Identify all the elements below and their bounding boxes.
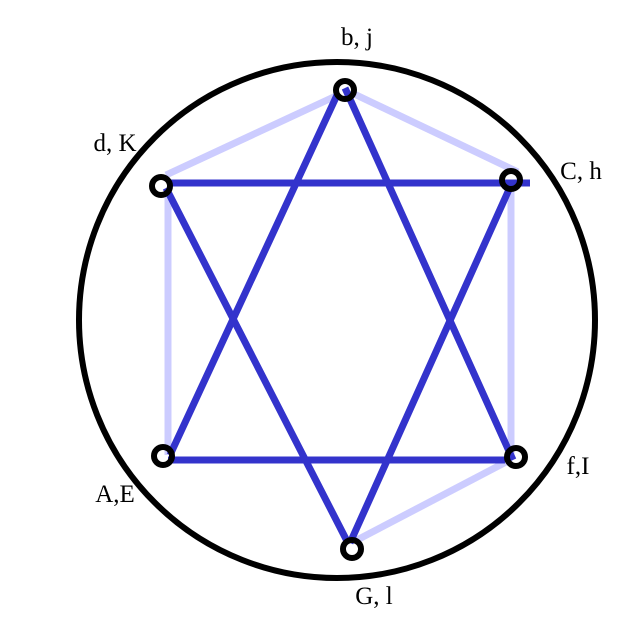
star-of-david-lines: [162, 86, 530, 545]
node-rings: [149, 78, 528, 561]
hexagon-edge-top-to-upper-right: [348, 88, 520, 176]
node-ring-upper-left: [149, 174, 173, 198]
node-label-lower-right: f,I: [567, 453, 590, 480]
node-label-upper-right: C, h: [560, 158, 602, 185]
node-label-top: b, j: [341, 24, 373, 51]
node-label-bottom: G, l: [355, 583, 393, 610]
star-edge-upper-right-to-bottom: [346, 183, 515, 545]
node-label-upper-left: d, K: [93, 130, 136, 157]
star-edge-top-to-lower-right: [341, 86, 517, 462]
star-edge-upper-left-to-bottom: [162, 186, 352, 545]
node-ring-top: [333, 78, 357, 102]
outer-circle: [76, 59, 598, 581]
node-ring-bottom: [340, 537, 364, 561]
star-edge-top-to-lower-left: [166, 91, 342, 457]
hexagon-edge-upper-left-to-top: [164, 91, 340, 179]
node-labels: b, j d, K C, h A,E f,I G, l: [93, 24, 602, 610]
node-ring-lower-left: [151, 444, 175, 468]
hexagon-outline: [164, 88, 520, 544]
node-ring-lower-right: [504, 445, 528, 469]
hexagon-edge-lower-right-to-bottom: [355, 457, 510, 544]
node-ring-upper-right: [499, 168, 523, 192]
node-label-lower-left: A,E: [95, 481, 135, 508]
